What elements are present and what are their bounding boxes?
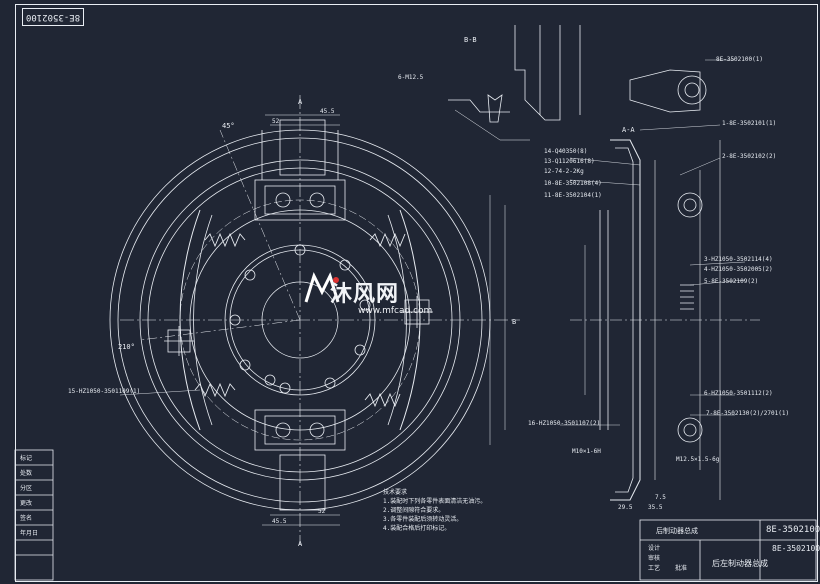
tb-left-4: 签名 <box>20 515 33 522</box>
dim-thread-2: M10×1-6H <box>572 448 601 455</box>
notes-title: 技术要求 <box>383 489 408 496</box>
callout-9: 4-HZ1050-3502005(2) <box>704 266 773 273</box>
watermark: 沐风网 www.mfcad.com <box>330 276 432 316</box>
bottom-wheel-cylinder <box>254 409 346 451</box>
tb-left-2: 分区 <box>20 485 33 492</box>
watermark-logo <box>304 271 340 303</box>
section-mark-a-top: A <box>298 98 303 106</box>
tb-left-0: 标记 <box>20 455 33 462</box>
callout-8: 3-HZ1050-3502114(4) <box>704 256 773 263</box>
watermark-text: 沐风网 <box>330 282 400 307</box>
title-block-name-2: 后左制动器总成 <box>712 559 768 568</box>
dim-bottom-1: 45.5 <box>272 518 287 525</box>
dim-thread-3: M12.5×1.5-6g <box>676 456 720 463</box>
tb-left-1: 处数 <box>20 470 33 477</box>
angle-210: 210° <box>118 343 135 351</box>
dim-section-3: 7.5 <box>655 494 666 501</box>
notes-line-3: 3.各零件装配后须转动灵活。 <box>383 516 463 523</box>
tb-bottom-0: 设计 <box>648 545 661 552</box>
section-label-aa: A-A <box>622 126 635 134</box>
callout-13: 15-HZ1050-3501109(1) <box>68 388 141 395</box>
callout-4: 13-Q1120616(8) <box>544 158 595 165</box>
angle-45: 45° <box>222 122 235 130</box>
tb-bottom-2: 工艺 <box>648 565 661 572</box>
notes-line-4: 4.装配合格后打印标记。 <box>383 525 451 532</box>
section-mark-a-bottom: A <box>298 540 303 548</box>
tb-left-3: 更改 <box>20 500 33 507</box>
return-springs <box>194 232 406 408</box>
callout-0: 8E-3502100(1) <box>716 56 763 63</box>
section-label-bb: B-B <box>464 36 477 44</box>
dim-bottom-2: 52 <box>318 508 326 515</box>
callout-6: 10-8E-3502108(4) <box>544 180 602 187</box>
notes-line-2: 2.调整间隙符合要求。 <box>383 507 445 514</box>
dim-top-1: 45.5 <box>320 108 335 115</box>
callout-11: 6-HZ1050-3501112(2) <box>704 390 773 397</box>
technical-notes: 技术要求 1.装配时下列各零件表面清洁无油污。 2.调整间隙符合要求。 3.各零… <box>383 488 486 533</box>
watermark-url: www.mfcad.com <box>358 306 433 316</box>
title-block-name: 后制动器总成 <box>656 527 698 535</box>
callout-7: 11-8E-3502104(1) <box>544 192 602 199</box>
callout-1: 1-8E-3502101(1) <box>722 120 777 127</box>
top-wheel-cylinder <box>254 179 346 221</box>
tb-left-5: 年月日 <box>20 530 39 537</box>
callout-12: 7-8E-3502130(2)/2701(1) <box>706 410 790 417</box>
notes-line-1: 1.装配时下列各零件表面清洁无油污。 <box>383 498 487 505</box>
callout-2: 2-8E-3502102(2) <box>722 153 777 160</box>
title-block-code: 8E-3502100 <box>766 525 820 535</box>
drawing-border <box>15 4 818 582</box>
tb-bottom-3: 批准 <box>675 565 688 572</box>
tb-bottom-1: 审核 <box>648 555 661 562</box>
callout-10: 5-8E-3502109(2) <box>704 278 759 285</box>
dim-section-2: 35.5 <box>648 504 663 511</box>
callout-5: 12-74-2-2Kg <box>544 168 584 175</box>
dim-section-1: 29.5 <box>618 504 633 511</box>
callout-14: 16-HZ1050-3501107(2) <box>528 420 601 427</box>
section-mark-b: B <box>512 318 517 326</box>
dim-top-2: 52 <box>272 118 280 125</box>
title-block-subcode: 8E-3502100 <box>772 544 820 553</box>
dim-thread-1: 6-M12.5 <box>398 74 424 81</box>
callout-3: 14-Q40350(8) <box>544 148 588 155</box>
